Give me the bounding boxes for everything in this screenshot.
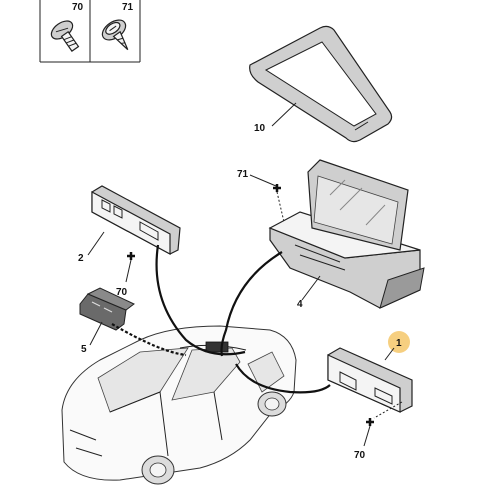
screw-70-marker-label: 70 bbox=[116, 287, 128, 298]
car-illustration bbox=[61, 325, 297, 485]
module-1-label: 1 bbox=[396, 338, 402, 349]
screw-table: 70 71 bbox=[39, 0, 141, 63]
frame-10-label: 10 bbox=[254, 123, 266, 134]
screw-71-label: 71 bbox=[122, 2, 134, 13]
connection-cables bbox=[111, 244, 331, 394]
screw-70-marker-icon bbox=[127, 252, 135, 260]
module-unit bbox=[327, 347, 413, 413]
bezel-frame bbox=[249, 25, 393, 143]
switch-panel-2-label: 2 bbox=[78, 253, 84, 264]
screw-71-marker-label: 71 bbox=[237, 169, 249, 180]
highlight-marker bbox=[388, 331, 410, 353]
switch-unit bbox=[79, 287, 135, 331]
screw-71-icon bbox=[101, 19, 129, 51]
screw-70-icon bbox=[50, 20, 80, 52]
screw-71-marker-icon bbox=[273, 184, 281, 192]
screw-70-label: 70 bbox=[72, 2, 84, 13]
switch-panel bbox=[91, 185, 181, 256]
screw-70-marker-icon-2 bbox=[366, 418, 374, 426]
switch-5-label: 5 bbox=[81, 344, 87, 355]
screw-70-marker-label-2: 70 bbox=[354, 450, 366, 461]
display-unit bbox=[268, 159, 425, 309]
display-unit-4-label: 4 bbox=[297, 299, 303, 310]
